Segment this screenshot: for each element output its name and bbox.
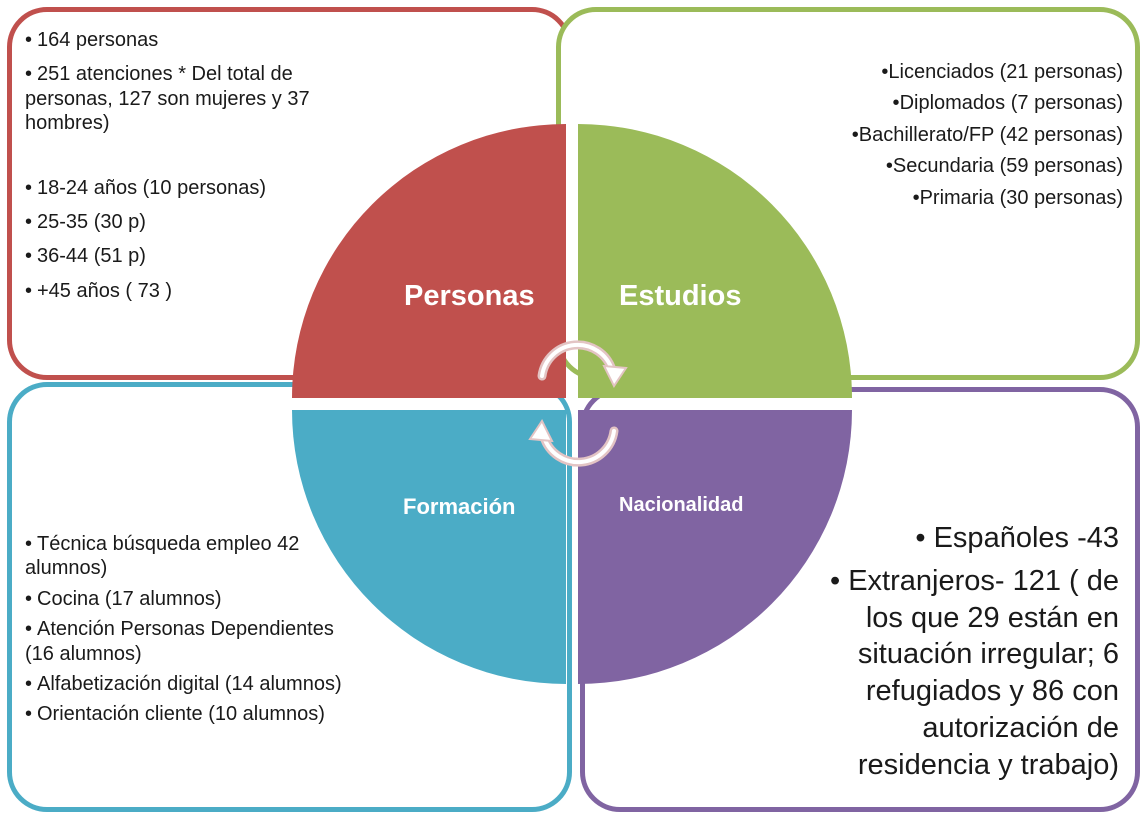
nacionalidad-label: Nacionalidad (619, 494, 744, 516)
list-item: •+45 años ( 73 ) (25, 279, 173, 302)
personas-quadrant (292, 124, 566, 398)
list-item: •36-44 (51 p) (25, 245, 146, 268)
formacion-label: Formación (403, 494, 516, 519)
personas-text-list: •164 personas •251 atenciones * Del tota… (25, 28, 385, 313)
list-item: •18-24 años (10 personas) (25, 176, 267, 199)
list-item: •Diplomados (7 personas) (892, 92, 1123, 115)
list-item: •251 atenciones * Del total de personas,… (25, 63, 310, 135)
nacionalidad-text-list: • Españoles -43 • Extranjeros- 121 ( de … (789, 520, 1119, 790)
list-item: • Españoles -43 (915, 522, 1119, 554)
list-item: •Primaria (30 personas) (912, 186, 1123, 209)
list-item: •Alfabetización digital (14 alumnos) (25, 672, 342, 695)
estudios-quadrant (578, 124, 852, 398)
list-item: •Cocina (17 alumnos) (25, 587, 222, 610)
list-item: •Licenciados (21 personas) (881, 61, 1123, 83)
personas-label: Personas (404, 280, 535, 312)
list-item: •Orientación cliente (10 alumnos) (25, 703, 325, 726)
cycle-arrows-icon (528, 340, 628, 467)
list-item: •164 personas (25, 29, 159, 51)
formacion-text-list: •Técnica búsqueda empleo 42 alumnos) •Co… (25, 532, 345, 733)
list-item: • Extranjeros- 121 ( de los que 29 están… (829, 564, 1119, 781)
estudios-label: Estudios (619, 280, 742, 312)
list-item: •Bachillerato/FP (42 personas) (851, 123, 1123, 146)
list-item: •Secundaria (59 personas) (885, 155, 1123, 178)
list-item: •Atención Personas Dependientes (16 alum… (25, 618, 334, 665)
list-item: •Técnica búsqueda empleo 42 alumnos) (25, 533, 300, 580)
list-item: •25-35 (30 p) (25, 210, 146, 233)
formacion-quadrant (292, 410, 566, 684)
estudios-text-list: •Licenciados (21 personas) •Diplomados (… (763, 60, 1123, 217)
nacionalidad-quadrant (578, 410, 852, 684)
